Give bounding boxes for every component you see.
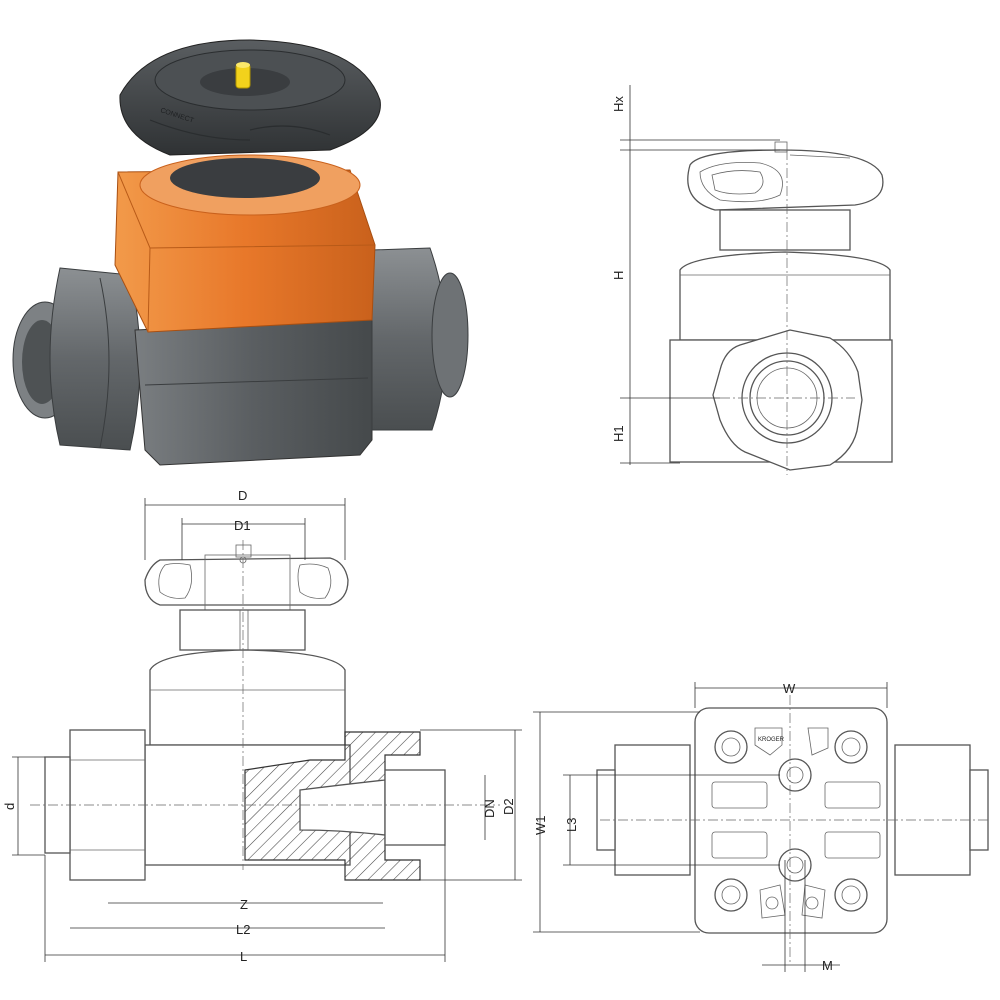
dim-label-d2: D2 <box>501 798 516 815</box>
dim-label-l3: L3 <box>564 818 579 832</box>
valve-body-lower <box>134 319 373 466</box>
front-section-drawing: D D1 d DN D2 Z L2 L <box>2 488 522 964</box>
dim-label-l: L <box>240 949 247 964</box>
dim-label-dn: DN <box>482 799 497 818</box>
dim-label-hx: Hx <box>611 96 626 112</box>
dim-label-h: H <box>611 271 626 280</box>
dim-label-z: Z <box>240 897 248 912</box>
left-union-nut <box>49 267 141 451</box>
side-view-drawing: Hx H H1 <box>611 85 893 475</box>
dim-label-l2: L2 <box>236 922 250 937</box>
plate-tag-text: KROGER <box>758 737 785 743</box>
dim-label-d-small: d <box>2 803 17 810</box>
dim-label-w1: W1 <box>533 816 548 836</box>
dim-label-h1: H1 <box>611 425 626 442</box>
mounting-plate <box>694 707 888 934</box>
bottom-view-drawing: KROGER W W1 L3 M <box>533 681 990 973</box>
valve-3d-render: CONNECT <box>12 39 469 466</box>
dim-label-d1: D1 <box>234 518 251 533</box>
dim-label-m: M <box>822 958 833 973</box>
dim-label-w: W <box>783 681 796 696</box>
dim-label-d-outer: D <box>238 488 247 503</box>
